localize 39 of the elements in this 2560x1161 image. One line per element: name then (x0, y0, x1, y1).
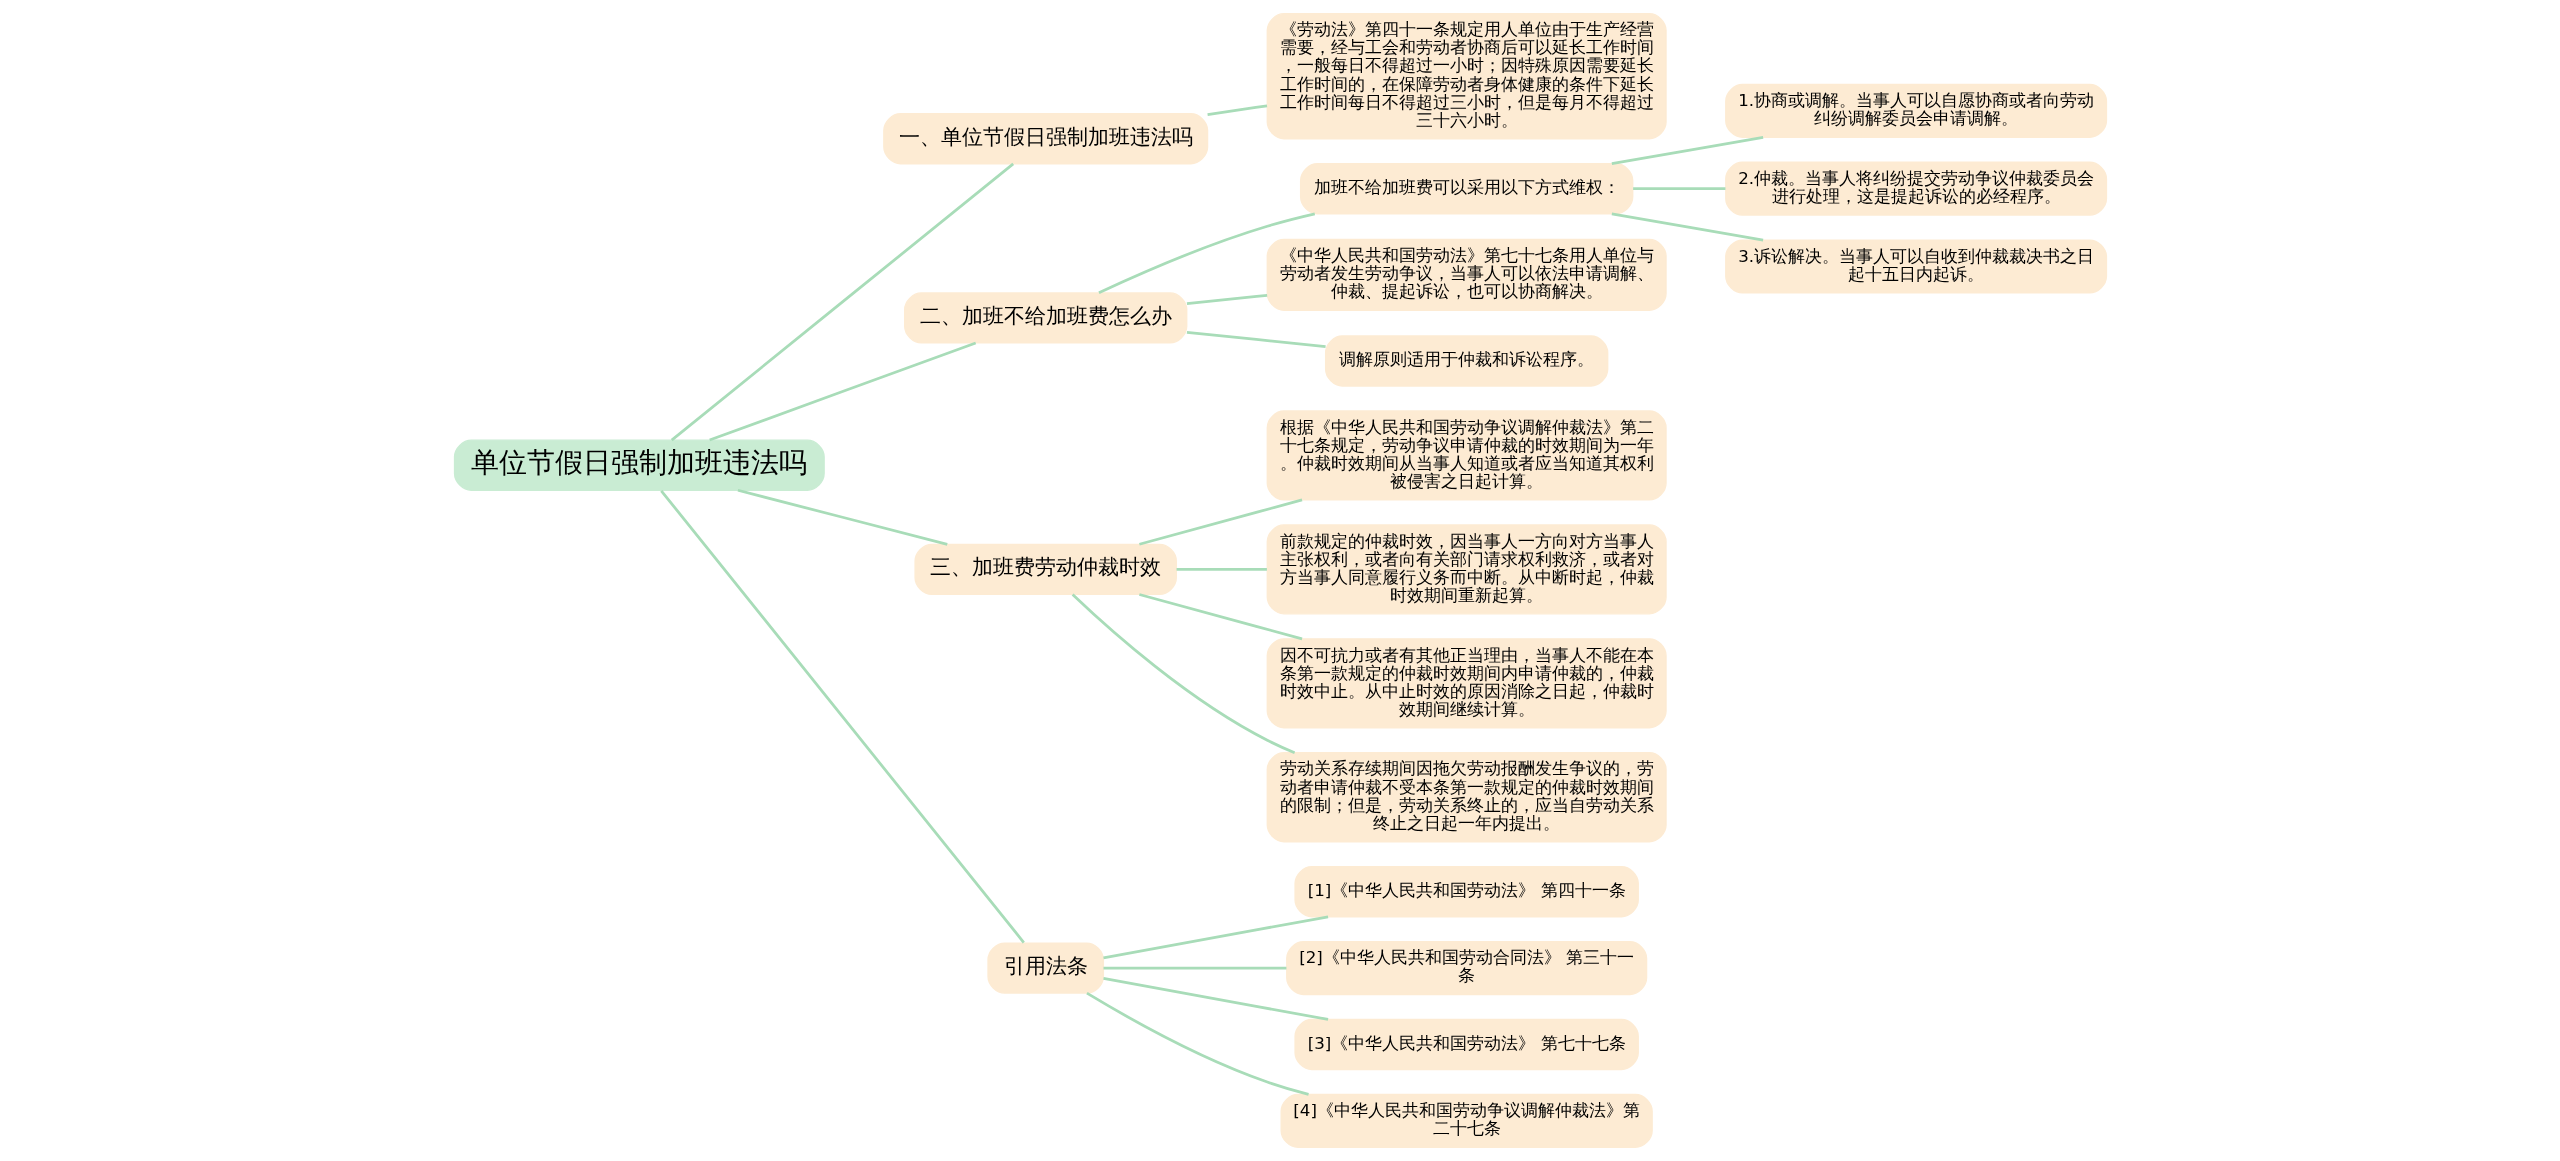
connector (708, 341, 976, 442)
connector (1176, 568, 1267, 571)
connector (1085, 991, 1309, 1096)
node-box: 二、加班不给加班费怎么办 (903, 292, 1187, 344)
connector (1103, 966, 1286, 970)
node-box: 因不可抗力或者有其他正当理由，当事人不能在本条第一款规定的仲裁时效期间内申请仲裁的，仲裁时效中止。从中止时效的原因消除之日起，仲裁时效期间继续计算。 (1266, 638, 1667, 729)
node-box: 根据《中华人民共和国劳动争议调解仲裁法》第二十七条规定，劳动争议申请仲裁的时效期间为一年。仲裁时效期间从当事人知道或者应当知道其权利被侵害之日起计算。 (1266, 410, 1667, 501)
connector (1186, 330, 1326, 348)
connector (1071, 593, 1295, 755)
node-box: 3.诉讼解决。当事人可以自收到仲裁裁决书之日起十五日内起诉。 (1724, 239, 2107, 294)
connector (1186, 293, 1267, 305)
connector (1102, 977, 1328, 1021)
node-box: 单位节假日强制加班违法吗 (453, 439, 825, 491)
connector (1138, 593, 1302, 641)
node-box: 引用法条 (986, 942, 1104, 994)
node-box: 一、单位节假日强制加班违法吗 (882, 113, 1208, 165)
connector (1206, 104, 1267, 117)
connector (1632, 187, 1725, 191)
node-box: 2.仲裁。当事人将纠纷提交劳动争议仲裁委员会进行处理，这是提起诉讼的必经程序。 (1724, 161, 2107, 216)
node-box: 加班不给加班费可以采用以下方式维权： (1299, 163, 1633, 215)
node-box: 《中华人民共和国劳动法》第七十七条用人单位与劳动者发生劳动争议，当事人可以依法申请调解、仲裁、提起诉讼，也可以协商解决。 (1266, 238, 1667, 311)
node-box: 1.协商或调解。当事人可以自愿协商或者向劳动纠纷调解委员会申请调解。 (1724, 83, 2107, 138)
node-box: [4]《中华人民共和国劳动争议调解仲裁法》第二十七条 (1280, 1093, 1653, 1149)
node-box: [1]《中华人民共和国劳动法》 第四十一条 (1293, 866, 1639, 918)
node-box: 前款规定的仲裁时效，因当事人一方向对方当事人主张权利，或者向有关部门请求权利救济，或者对方当事人同意履行义务而中断。从中断时起，仲裁时效期间重新起算。 (1266, 524, 1667, 615)
connector (1102, 915, 1328, 960)
connector (1611, 212, 1763, 242)
connector (1611, 135, 1763, 166)
connector (1097, 212, 1315, 294)
node-box: 劳动关系存续期间因拖欠劳动报酬发生争议的，劳动者申请仲裁不受本条第一款规定的仲裁时效期间的限制；但是，劳动关系终止的，应当自劳动关系终止之日起一年内提出。 (1266, 752, 1667, 843)
node-box: 三、加班费劳动仲裁时效 (913, 543, 1177, 596)
connector (1138, 498, 1302, 546)
connector (670, 162, 1014, 442)
connector (737, 488, 948, 546)
node-box: [3]《中华人民共和国劳动法》 第七十七条 (1293, 1018, 1639, 1071)
node-box: [2]《中华人民共和国劳动合同法》 第三十一条 (1285, 941, 1647, 996)
node-box: 调解原则适用于仲裁和诉讼程序。 (1324, 335, 1608, 387)
connector (659, 489, 1025, 944)
node-box: 《劳动法》第四十一条规定用人单位由于生产经营需要，经与工会和劳动者协商后可以延长工作时间，一般每日不得超过一小时；因特殊原因需要延长工作时间的，在保障劳动者身体健康的条件下延长工作时间每日不得超过三小时，但是每月不得超过三十六小时。 (1266, 12, 1667, 140)
